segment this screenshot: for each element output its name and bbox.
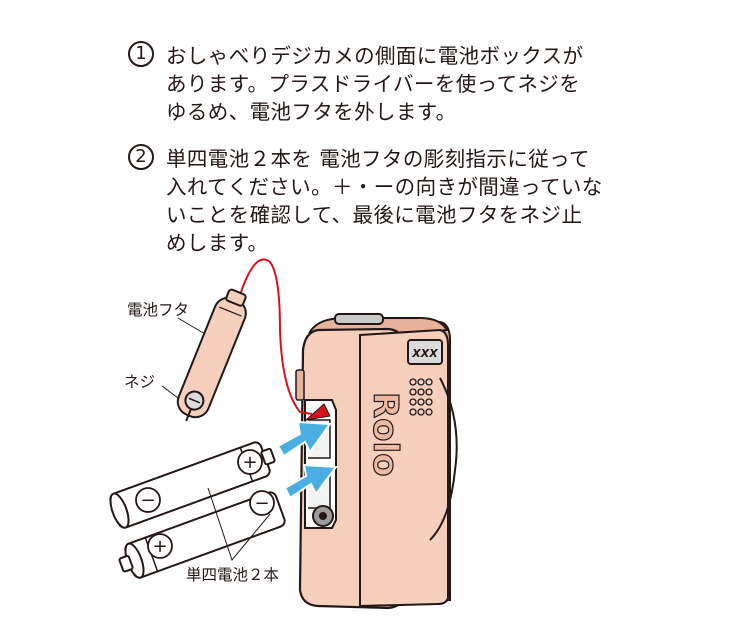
battery-upper-plus-sign: + xyxy=(237,449,263,475)
label-battery-cover: 電池フタ xyxy=(127,301,189,319)
camera-illustration: XXX Rolo xyxy=(295,313,458,610)
battery-lower-terminal xyxy=(118,555,134,573)
battery-lower-plus-text: + xyxy=(152,536,167,557)
battery-upper-end-neg xyxy=(109,492,130,529)
camera-model-badge xyxy=(407,339,443,365)
leader-line-screw xyxy=(161,385,179,399)
camera-speaker-grille xyxy=(409,378,433,416)
step-2-line-2: 入れてください。＋・ーの向きが間違っていな xyxy=(166,175,603,199)
screw-slot xyxy=(188,397,201,404)
cover-tether-wire xyxy=(239,258,313,415)
camera-front-panel xyxy=(359,328,449,608)
camera-logo: Rolo xyxy=(365,392,405,477)
label-batteries: 単四電池２本 xyxy=(186,566,279,584)
battery-cover-tab xyxy=(225,288,247,307)
camera-badge-text: XXX xyxy=(411,347,438,360)
step-2-line-1: 単四電池２本を 電池フタの彫刻指示に従って xyxy=(166,147,590,171)
step-1-line-2: あります。プラスドライバーを使ってネジを xyxy=(166,72,581,96)
battery-upper-terminal xyxy=(260,447,276,466)
camera-screw-hole-center xyxy=(319,512,327,520)
step-1-line-1: おしゃべりデジカメの側面に電池ボックスが xyxy=(166,44,584,68)
battery-cover-edge-line xyxy=(219,306,242,317)
red-insert-arrow xyxy=(304,403,331,421)
battery-upper-minus-sign: − xyxy=(135,487,161,513)
step-2-line-3: いことを確認して、最後に電池フタをネジ止 xyxy=(166,203,583,227)
battery-upper-minus-text: − xyxy=(140,490,155,511)
camera-shutter-button xyxy=(334,313,384,325)
battery-upper-plus-text: + xyxy=(242,452,257,473)
screw-shaft xyxy=(185,408,192,422)
leader-line-cover xyxy=(177,317,206,335)
step-number-1: 1 xyxy=(128,41,154,67)
battery-lower-minus-text: − xyxy=(254,493,269,514)
battery-lower-plus-sign: + xyxy=(147,533,173,559)
insert-arrow-upper xyxy=(276,420,332,458)
step-number-2: 2 xyxy=(128,144,154,170)
leader-line-batteries xyxy=(207,487,271,562)
battery-lower-minus-sign: − xyxy=(249,490,275,516)
insert-arrow-lower xyxy=(283,463,338,500)
battery-cover xyxy=(176,288,247,422)
step-1-line-3: ゆるめ、電池フタを外します。 xyxy=(166,100,457,124)
label-screw: ネジ xyxy=(124,373,155,391)
camera-lens-ring xyxy=(429,377,458,541)
step-2-line-4: めします。 xyxy=(166,231,269,255)
camera-strap-lug xyxy=(295,369,305,401)
